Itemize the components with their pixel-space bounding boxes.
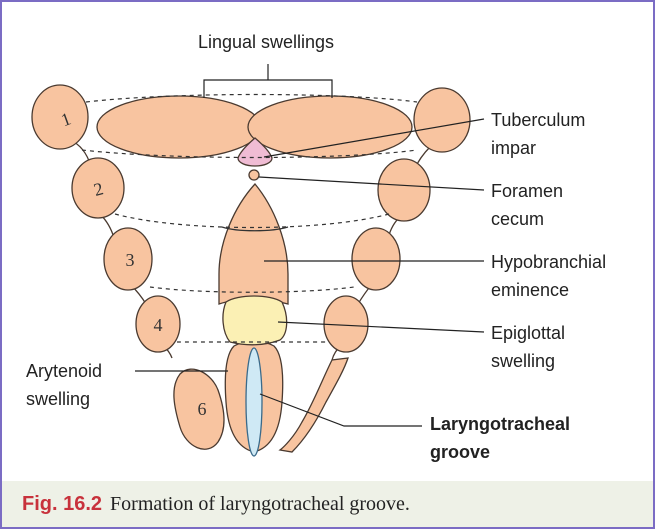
figure-number: Fig. 16.2 [22,493,102,515]
label-laryngotracheal-line1: Laryngotracheal [430,414,570,434]
right-arch-3 [352,228,400,290]
foramen-cecum [249,170,259,180]
label-laryngotracheal-line2: groove [430,442,490,462]
label-lingual-swellings: Lingual swellings [198,32,334,52]
label-foramen-line2: cecum [491,209,544,229]
left-lingual-swelling [97,96,261,158]
right-lingual-swelling [248,96,412,158]
arch-number-4: 4 [154,315,163,335]
laryngotracheal-groove [246,348,262,456]
pharyngeal-floor-diagram: 1 2 3 4 6 Lingual swellings Tuberculum i… [2,2,653,484]
caption-text: Formation of laryngotracheal groove. [110,493,410,515]
label-hypobranchial-line1: Hypobranchial [491,252,606,272]
label-tuberculum-line1: Tuberculum [491,110,585,130]
right-arch-1 [414,88,470,152]
label-arytenoid-line2: swelling [26,389,90,409]
hypobranchial-eminence [219,184,288,304]
arch-number-3: 3 [126,250,135,270]
arch-number-6: 6 [198,399,207,419]
right-arch-2 [378,159,430,221]
label-epiglottal-line1: Epiglottal [491,323,565,343]
label-hypobranchial-line2: eminence [491,280,569,300]
label-arytenoid-line1: Arytenoid [26,361,102,381]
label-epiglottal-line2: swelling [491,351,555,371]
figure-caption: Fig. 16.2 Formation of laryngotracheal gr… [2,481,653,527]
label-tuberculum-line2: impar [491,138,536,158]
label-foramen-line1: Foramen [491,181,563,201]
epiglottal-swelling [223,296,287,345]
